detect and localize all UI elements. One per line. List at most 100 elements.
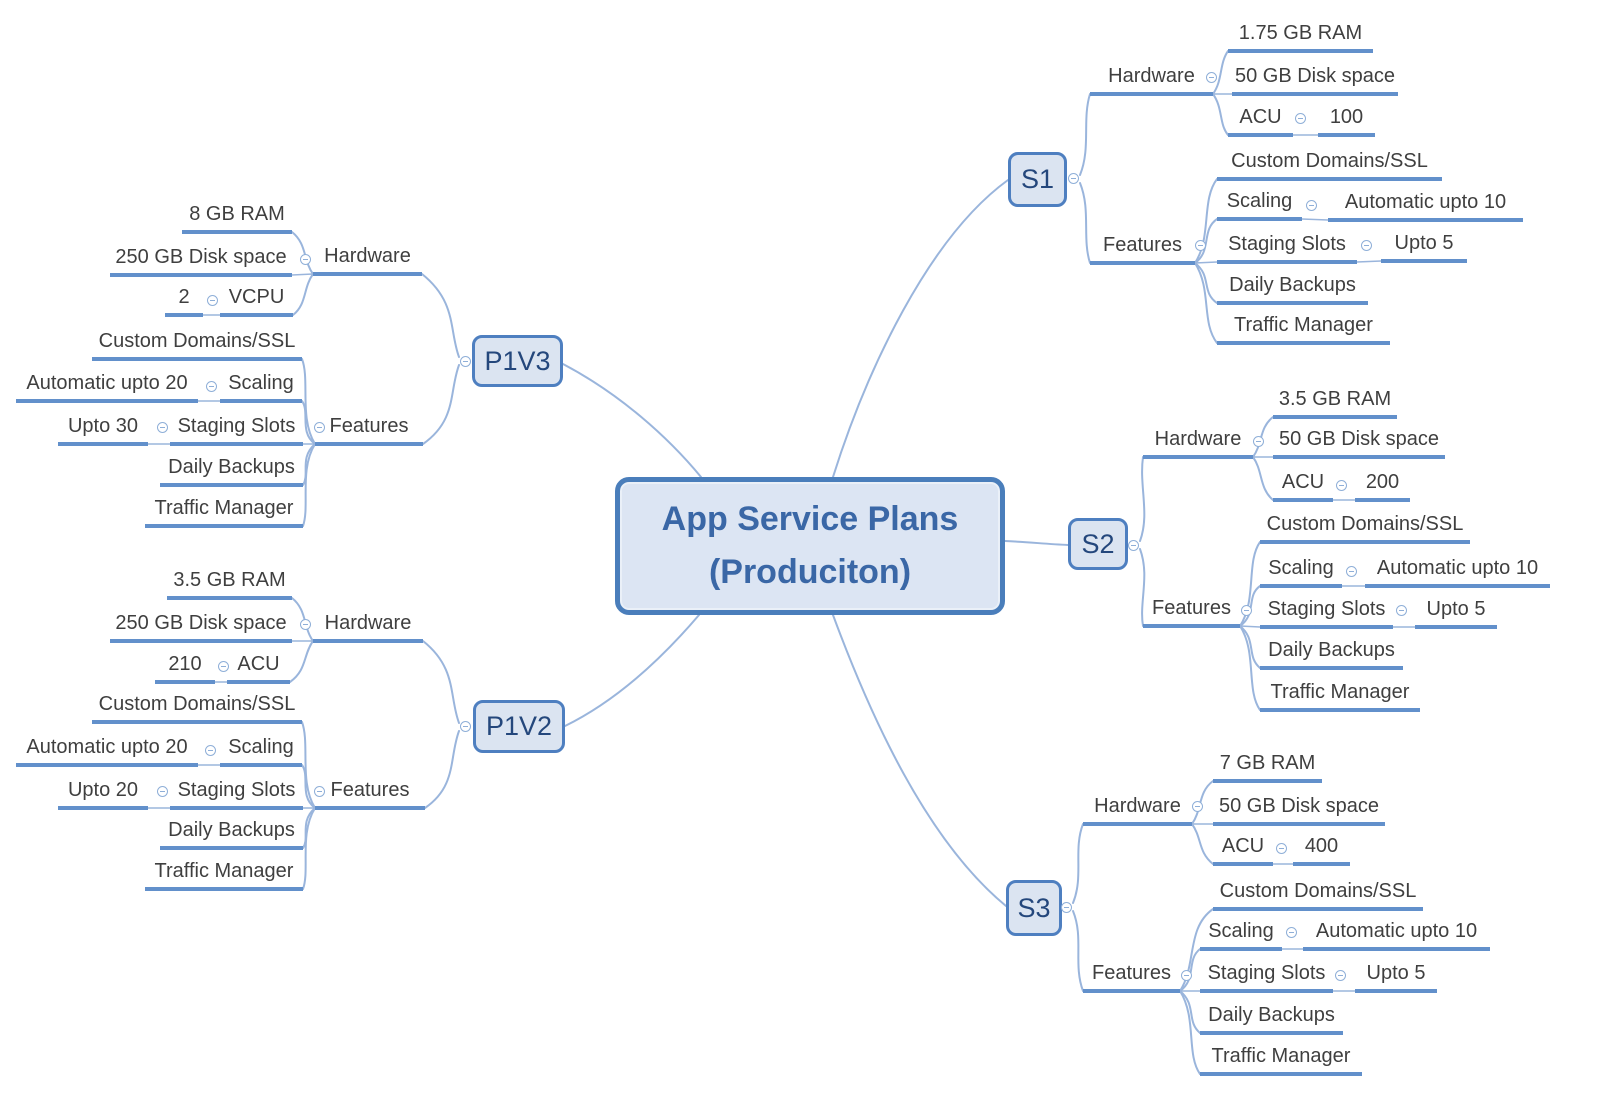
p1v3-hardware-collapse-icon[interactable] xyxy=(300,254,311,265)
s2-acu-topic[interactable]: ACU xyxy=(1273,469,1333,502)
s2-ram-topic[interactable]: 3.5 GB RAM xyxy=(1273,386,1397,419)
p1v3-collapse-icon[interactable] xyxy=(460,356,471,367)
p1v2-scaling-topic[interactable]: Scaling xyxy=(220,734,302,767)
p1v3-node[interactable]: P1V3 xyxy=(472,335,563,387)
s3-collapse-icon[interactable] xyxy=(1061,902,1072,913)
p1v3-traffic-manager-topic[interactable]: Traffic Manager xyxy=(145,495,303,528)
p1v3-staging-topic[interactable]: Staging Slots xyxy=(170,413,303,446)
s1-staging-topic[interactable]: Staging Slots xyxy=(1217,231,1357,264)
p1v2-features-topic[interactable]: Features xyxy=(315,777,425,810)
s2-custom-domains-topic[interactable]: Custom Domains/SSL xyxy=(1260,511,1470,544)
s3-staging-collapse-icon[interactable] xyxy=(1335,970,1346,981)
s3-staging-value-topic[interactable]: Upto 5 xyxy=(1355,960,1437,993)
s1-traffic-manager-topic[interactable]: Traffic Manager xyxy=(1217,312,1390,345)
p1v2-features-collapse-icon[interactable] xyxy=(314,786,325,797)
s1-scaling-value-topic[interactable]: Automatic upto 10 xyxy=(1328,189,1523,222)
p1v2-scaling-value-topic[interactable]: Automatic upto 20 xyxy=(16,734,198,767)
p1v3-staging-value-topic[interactable]: Upto 30 xyxy=(58,413,148,446)
s1-acu-value-topic[interactable]: 100 xyxy=(1318,104,1375,137)
p1v3-scaling-collapse-icon[interactable] xyxy=(206,381,217,392)
s3-ram-topic[interactable]: 7 GB RAM xyxy=(1213,750,1322,783)
s1-custom-domains-topic[interactable]: Custom Domains/SSL xyxy=(1217,148,1442,181)
s2-acu-collapse-icon[interactable] xyxy=(1336,480,1347,491)
s3-traffic-manager-topic[interactable]: Traffic Manager xyxy=(1200,1043,1362,1076)
p1v2-staging-topic[interactable]: Staging Slots xyxy=(170,777,303,810)
s1-daily-backups-topic[interactable]: Daily Backups xyxy=(1217,272,1368,305)
s2-hardware-collapse-icon[interactable] xyxy=(1253,436,1264,447)
s1-scaling-topic[interactable]: Scaling xyxy=(1217,188,1302,221)
s1-acu-topic[interactable]: ACU xyxy=(1228,104,1293,137)
p1v3-vcpu-topic[interactable]: VCPU xyxy=(220,284,293,317)
s3-scaling-value-topic[interactable]: Automatic upto 10 xyxy=(1303,918,1490,951)
s3-features-topic[interactable]: Features xyxy=(1083,960,1180,993)
s3-disk-topic[interactable]: 50 GB Disk space xyxy=(1213,793,1385,826)
s3-acu-collapse-icon[interactable] xyxy=(1276,843,1287,854)
s1-disk-topic[interactable]: 50 GB Disk space xyxy=(1232,63,1398,96)
s1-features-topic[interactable]: Features xyxy=(1090,232,1195,265)
p1v3-scaling-topic[interactable]: Scaling xyxy=(220,370,302,403)
s2-daily-backups-topic[interactable]: Daily Backups xyxy=(1260,637,1403,670)
s1-staging-collapse-icon[interactable] xyxy=(1361,240,1372,251)
s1-hardware-topic[interactable]: Hardware xyxy=(1090,63,1213,96)
p1v2-acu-value-topic[interactable]: 210 xyxy=(155,651,215,684)
s2-scaling-collapse-icon[interactable] xyxy=(1346,566,1357,577)
s1-node[interactable]: S1 xyxy=(1008,152,1067,207)
s2-features-collapse-icon[interactable] xyxy=(1241,605,1252,616)
s3-daily-backups-topic[interactable]: Daily Backups xyxy=(1200,1002,1343,1035)
s3-hardware-collapse-icon[interactable] xyxy=(1192,801,1203,812)
s2-collapse-icon[interactable] xyxy=(1128,540,1139,551)
s2-hardware-topic[interactable]: Hardware xyxy=(1143,426,1253,459)
p1v3-staging-collapse-icon[interactable] xyxy=(157,422,168,433)
s2-staging-collapse-icon[interactable] xyxy=(1396,605,1407,616)
p1v3-vcpu-value-topic[interactable]: 2 xyxy=(165,284,203,317)
p1v2-hardware-topic[interactable]: Hardware xyxy=(313,610,423,643)
s3-features-collapse-icon[interactable] xyxy=(1181,970,1192,981)
s3-staging-topic[interactable]: Staging Slots xyxy=(1200,960,1333,993)
p1v2-custom-domains-topic[interactable]: Custom Domains/SSL xyxy=(92,691,302,724)
p1v3-ram-topic[interactable]: 8 GB RAM xyxy=(182,201,292,234)
s2-node[interactable]: S2 xyxy=(1068,518,1128,570)
p1v2-hardware-collapse-icon[interactable] xyxy=(300,619,311,630)
s2-staging-value-topic[interactable]: Upto 5 xyxy=(1415,596,1497,629)
s3-scaling-topic[interactable]: Scaling xyxy=(1200,918,1282,951)
p1v2-staging-collapse-icon[interactable] xyxy=(157,786,168,797)
s1-acu-collapse-icon[interactable] xyxy=(1295,113,1306,124)
p1v2-collapse-icon[interactable] xyxy=(460,721,471,732)
p1v2-daily-backups-topic[interactable]: Daily Backups xyxy=(160,817,303,850)
s1-ram-topic[interactable]: 1.75 GB RAM xyxy=(1228,20,1373,53)
s2-disk-topic[interactable]: 50 GB Disk space xyxy=(1273,426,1445,459)
p1v2-scaling-collapse-icon[interactable] xyxy=(205,745,216,756)
s2-features-topic[interactable]: Features xyxy=(1143,595,1240,628)
p1v3-features-topic[interactable]: Features xyxy=(315,413,423,446)
s2-scaling-topic[interactable]: Scaling xyxy=(1260,555,1342,588)
p1v2-traffic-manager-topic[interactable]: Traffic Manager xyxy=(145,858,303,891)
s2-acu-value-topic[interactable]: 200 xyxy=(1355,469,1410,502)
p1v3-daily-backups-topic[interactable]: Daily Backups xyxy=(160,454,303,487)
p1v2-disk-topic[interactable]: 250 GB Disk space xyxy=(110,610,292,643)
central-topic[interactable]: App Service Plans (Produciton) xyxy=(615,477,1005,615)
p1v3-custom-domains-topic[interactable]: Custom Domains/SSL xyxy=(92,328,302,361)
s3-node[interactable]: S3 xyxy=(1006,880,1062,936)
p1v2-acu-topic[interactable]: ACU xyxy=(227,651,290,684)
s3-acu-value-topic[interactable]: 400 xyxy=(1293,833,1350,866)
p1v2-staging-value-topic[interactable]: Upto 20 xyxy=(58,777,148,810)
s3-acu-topic[interactable]: ACU xyxy=(1213,833,1273,866)
s1-scaling-collapse-icon[interactable] xyxy=(1306,200,1317,211)
s1-features-collapse-icon[interactable] xyxy=(1195,240,1206,251)
p1v3-vcpu-collapse-icon[interactable] xyxy=(207,295,218,306)
p1v3-disk-topic[interactable]: 250 GB Disk space xyxy=(110,244,292,277)
s2-staging-topic[interactable]: Staging Slots xyxy=(1260,596,1393,629)
p1v2-acu-collapse-icon[interactable] xyxy=(218,661,229,672)
p1v3-scaling-value-topic[interactable]: Automatic upto 20 xyxy=(16,370,198,403)
s3-scaling-collapse-icon[interactable] xyxy=(1286,927,1297,938)
s1-collapse-icon[interactable] xyxy=(1068,173,1079,184)
s3-hardware-topic[interactable]: Hardware xyxy=(1083,793,1192,826)
s1-hardware-collapse-icon[interactable] xyxy=(1206,72,1217,83)
s2-traffic-manager-topic[interactable]: Traffic Manager xyxy=(1260,679,1420,712)
p1v3-hardware-topic[interactable]: Hardware xyxy=(313,243,422,276)
s1-staging-value-topic[interactable]: Upto 5 xyxy=(1381,230,1467,263)
s2-scaling-value-topic[interactable]: Automatic upto 10 xyxy=(1365,555,1550,588)
p1v3-features-collapse-icon[interactable] xyxy=(314,422,325,433)
p1v2-ram-topic[interactable]: 3.5 GB RAM xyxy=(167,567,292,600)
p1v2-node[interactable]: P1V2 xyxy=(473,700,565,753)
